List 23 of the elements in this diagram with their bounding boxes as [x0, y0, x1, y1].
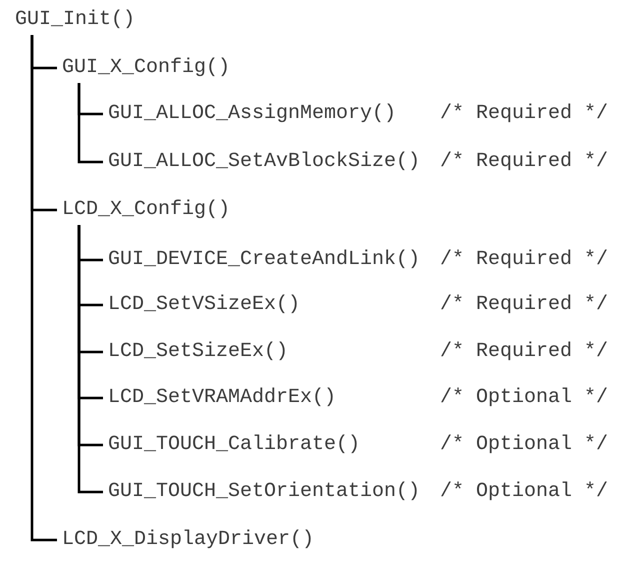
tree-connector: [78, 83, 103, 164]
function-name: LCD_X_DisplayDriver(): [62, 527, 314, 553]
function-name: GUI_X_Config(): [62, 55, 230, 81]
code-comment: /* Optional */: [440, 385, 608, 411]
function-name: GUI_ALLOC_AssignMemory(): [108, 101, 396, 127]
tree-connector: [30, 35, 57, 542]
code-comment: /* Required */: [440, 101, 608, 127]
function-name: GUI_Init(): [15, 7, 136, 33]
function-name: LCD_X_Config(): [62, 197, 230, 223]
function-name: GUI_ALLOC_SetAvBlockSize(): [108, 149, 420, 175]
function-name: LCD_SetVRAMAddrEx(): [108, 385, 336, 411]
code-comment: /* Required */: [440, 339, 608, 365]
function-name: LCD_SetVSizeEx(): [108, 292, 300, 318]
code-comment: /* Required */: [440, 247, 608, 273]
function-name: LCD_SetSizeEx(): [108, 339, 288, 365]
code-comment: /* Required */: [440, 292, 608, 318]
tree-connector: [78, 225, 103, 494]
function-name: GUI_TOUCH_Calibrate(): [108, 432, 360, 458]
code-comment: /* Optional */: [440, 479, 608, 505]
function-name: GUI_TOUCH_SetOrientation(): [108, 479, 420, 505]
code-comment: /* Required */: [440, 149, 608, 175]
function-name: GUI_DEVICE_CreateAndLink(): [108, 247, 420, 273]
code-comment: /* Optional */: [440, 432, 608, 458]
